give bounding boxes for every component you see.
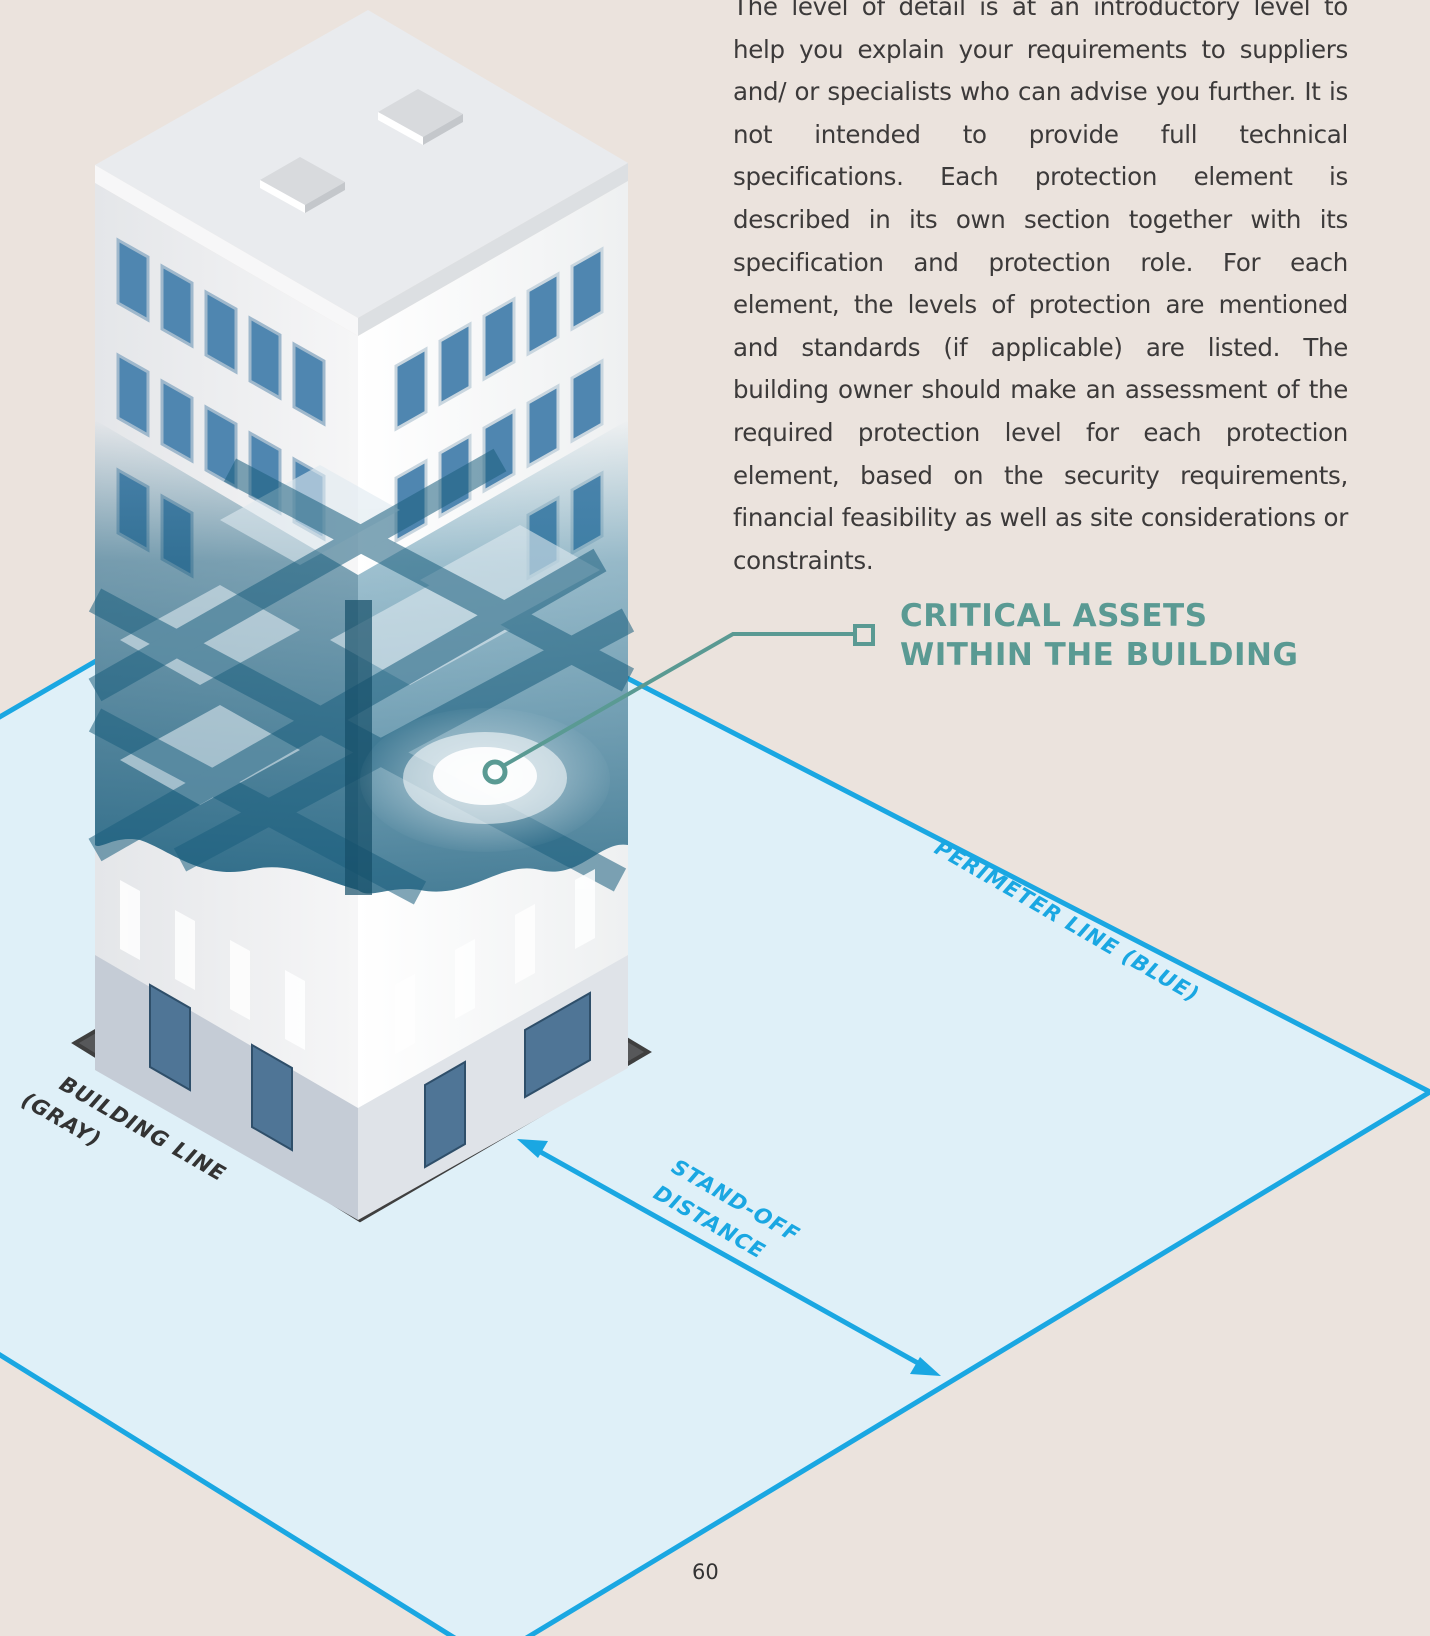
lower-floor-window-columns xyxy=(120,869,595,1054)
page-number: 60 xyxy=(692,1560,719,1584)
roof-edge xyxy=(95,165,358,336)
asset-marker xyxy=(482,759,508,785)
intro-paragraph: The level of detail is at an introductor… xyxy=(733,0,1348,575)
callout-square-icon xyxy=(853,624,875,646)
building xyxy=(88,10,635,1220)
callout-leader xyxy=(502,632,855,768)
ground-floor-doors xyxy=(149,983,591,1169)
standoff-arrowhead-end xyxy=(910,1357,941,1376)
callout-line-1: CRITICAL ASSETS xyxy=(900,598,1208,634)
callout-line-2: WITHIN THE BUILDING xyxy=(900,637,1299,673)
roof-edge-right xyxy=(358,163,628,336)
callout-critical-assets: CRITICAL ASSETS WITHIN THE BUILDING xyxy=(900,597,1298,675)
roof-unit xyxy=(260,157,345,213)
roof xyxy=(95,10,628,318)
standoff-arrowhead-start xyxy=(517,1139,548,1158)
standoff-arrow xyxy=(517,1139,941,1376)
structure-column xyxy=(345,600,372,895)
roof-unit xyxy=(378,89,463,145)
